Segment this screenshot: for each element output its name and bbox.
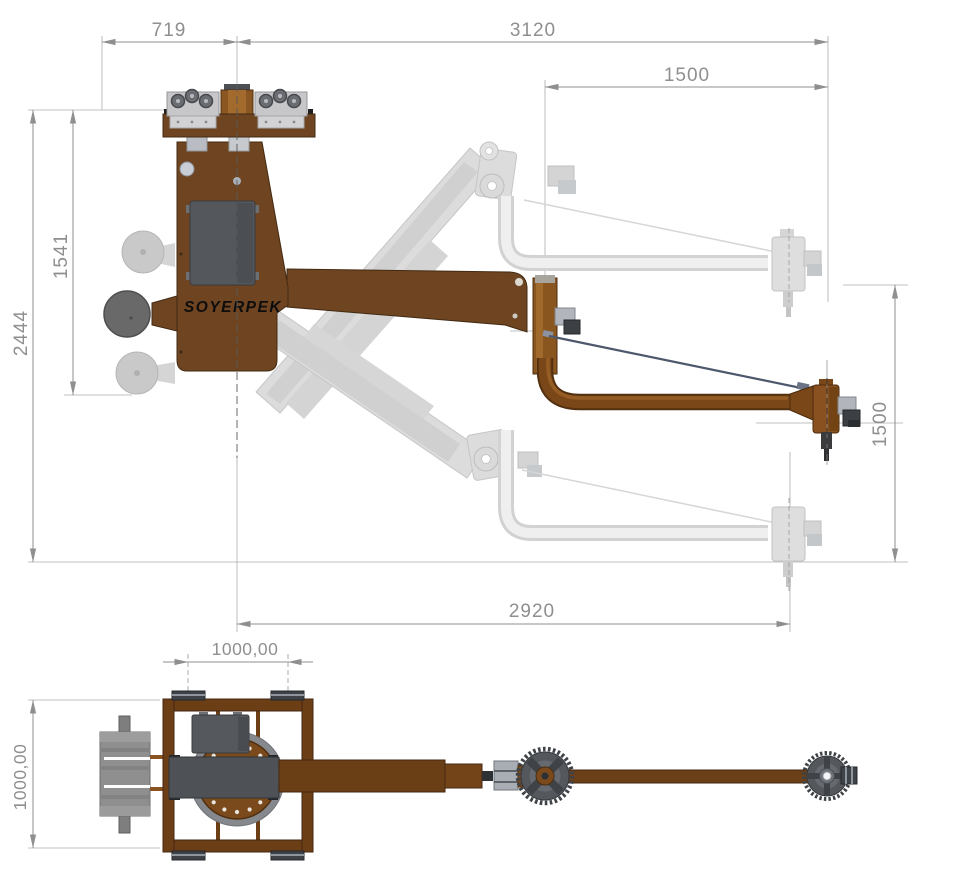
arm-top-section <box>168 756 280 799</box>
arm-drop-tube <box>532 275 790 411</box>
tie-rod-top <box>150 755 164 759</box>
dim-label-1500-top: 1500 <box>664 65 710 86</box>
plan-arm <box>278 746 858 806</box>
motor-box <box>186 200 259 286</box>
counterweight-disc <box>103 290 151 338</box>
dim-label-2444: 2444 <box>11 310 32 356</box>
ghost-cable-upper <box>523 199 777 253</box>
dim-label-1541: 1541 <box>51 233 72 279</box>
tie-rod-bottom <box>150 787 164 791</box>
dim-label-1500-right: 1500 <box>870 401 891 447</box>
trolley-carriage <box>162 84 316 152</box>
plan-motor <box>191 712 250 754</box>
roller-block-left <box>166 88 220 129</box>
ghost-arm-lower <box>258 309 822 594</box>
ghost-torch-lower <box>771 506 822 587</box>
mounting-pads <box>171 690 305 861</box>
side-view: SOYERPEK <box>11 20 908 632</box>
balance-cable <box>542 330 810 392</box>
shaft-end-cap <box>840 766 858 785</box>
ghost-cable-lower <box>521 469 777 524</box>
elbow-bracket-dark <box>563 319 581 335</box>
dim-label-719: 719 <box>152 20 187 41</box>
sprocket-inner <box>515 746 575 806</box>
sprocket-outer <box>802 751 852 801</box>
counterweight-arm <box>103 290 178 338</box>
side-dimensions: 719 3120 1500 2444 1541 1500 2920 <box>11 20 899 628</box>
brand-logo: SOYERPEK <box>184 299 282 316</box>
dim-label-base-width: 1000,00 <box>212 639 279 659</box>
plan-dimensions: 1000,00 1000,00 <box>10 639 313 849</box>
dim-label-2920: 2920 <box>509 601 555 622</box>
dim-label-3120: 3120 <box>510 20 556 41</box>
plan-view: 1000,00 1000,00 <box>10 639 858 861</box>
torch-head <box>789 360 861 465</box>
roller-block-right <box>254 88 308 129</box>
ghost-torch-upper <box>771 229 822 317</box>
ghost-counterweight-bottom <box>115 351 175 395</box>
ghost-counterweight-top <box>121 230 175 274</box>
bearing-block <box>493 760 519 791</box>
boom-shaft <box>552 769 846 784</box>
machine-body: SOYERPEK <box>176 141 289 372</box>
machine-side: SOYERPEK <box>103 84 861 465</box>
dim-label-base-depth: 1000,00 <box>10 744 30 811</box>
lift-hole <box>179 161 195 177</box>
boom-arm <box>286 268 528 333</box>
plan-counterweight <box>99 715 164 834</box>
